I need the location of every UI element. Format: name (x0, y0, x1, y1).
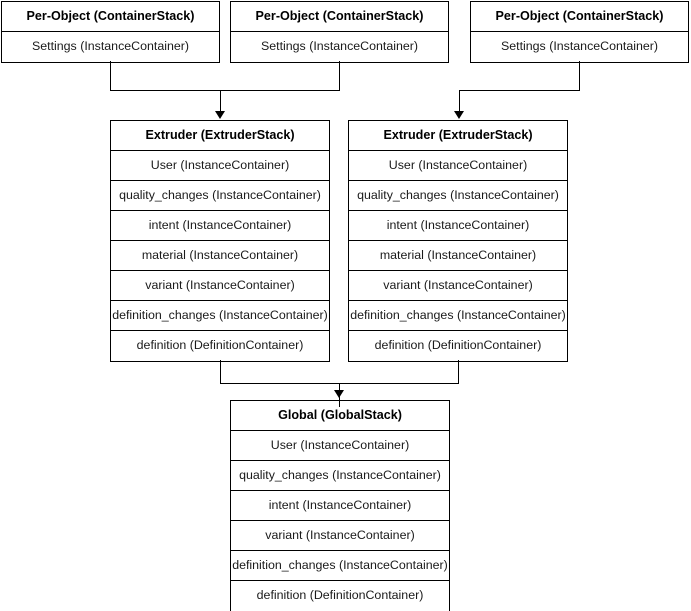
node-row: definition_changes (InstanceContainer) (231, 551, 449, 581)
edge-merge-bar-extruder-2 (459, 90, 580, 91)
node-per-object-3[interactable]: Per-Object (ContainerStack) Settings (In… (470, 1, 689, 63)
node-row: intent (InstanceContainer) (349, 211, 567, 241)
arrow-head-extruder-2 (454, 111, 464, 119)
node-row: definition_changes (InstanceContainer) (111, 301, 329, 331)
node-row: variant (InstanceContainer) (349, 271, 567, 301)
edge-per-object-1-to-extruder-1-stub (110, 61, 111, 90)
node-header: Extruder (ExtruderStack) (111, 121, 329, 151)
edge-drop-to-extruder-2 (459, 90, 460, 112)
node-row: User (InstanceContainer) (111, 151, 329, 181)
node-row: definition (DefinitionContainer) (136, 338, 304, 352)
node-per-object-2[interactable]: Per-Object (ContainerStack) Settings (In… (230, 1, 449, 63)
edge-per-object-2-to-extruder-1-stub (339, 61, 340, 90)
edge-merge-bar-extruder-1 (110, 90, 340, 91)
node-extruder-1[interactable]: Extruder (ExtruderStack) User (InstanceC… (110, 120, 330, 362)
node-row: intent (InstanceContainer) (231, 491, 449, 521)
node-row: User (InstanceContainer) (349, 151, 567, 181)
node-header: Global (GlobalStack) (231, 401, 449, 431)
arrow-head-extruder-1 (215, 111, 225, 119)
node-row: quality_changes (InstanceContainer) (349, 181, 567, 211)
node-header: Extruder (ExtruderStack) (349, 121, 567, 151)
node-row: material (InstanceContainer) (111, 241, 329, 271)
node-row: definition (DefinitionContainer) (256, 588, 424, 602)
node-row: variant (InstanceContainer) (231, 521, 449, 551)
node-row: quality_changes (InstanceContainer) (231, 461, 449, 491)
node-extruder-2[interactable]: Extruder (ExtruderStack) User (InstanceC… (348, 120, 568, 362)
node-header: Per-Object (ContainerStack) (231, 2, 448, 32)
edge-extruder-2-to-global-stub (458, 360, 459, 383)
arrow-head-global (334, 390, 344, 398)
node-row: Settings (InstanceContainer) (31, 39, 190, 53)
node-row: definition_changes (InstanceContainer) (349, 301, 567, 331)
edge-per-object-3-to-extruder-2-stub (579, 61, 580, 90)
node-row: variant (InstanceContainer) (111, 271, 329, 301)
edge-extruder-1-to-global-stub (220, 360, 221, 383)
node-header: Per-Object (ContainerStack) (471, 2, 688, 32)
node-row: Settings (InstanceContainer) (500, 39, 659, 53)
node-row: Settings (InstanceContainer) (260, 39, 419, 53)
node-header: Per-Object (ContainerStack) (2, 2, 219, 32)
node-row: definition (DefinitionContainer) (374, 338, 542, 352)
node-row: User (InstanceContainer) (231, 431, 449, 461)
node-row: material (InstanceContainer) (349, 241, 567, 271)
node-row: quality_changes (InstanceContainer) (111, 181, 329, 211)
node-per-object-1[interactable]: Per-Object (ContainerStack) Settings (In… (1, 1, 220, 63)
edge-drop-to-extruder-1 (220, 90, 221, 112)
node-global-stack[interactable]: Global (GlobalStack) User (InstanceConta… (230, 400, 450, 611)
node-row: intent (InstanceContainer) (111, 211, 329, 241)
